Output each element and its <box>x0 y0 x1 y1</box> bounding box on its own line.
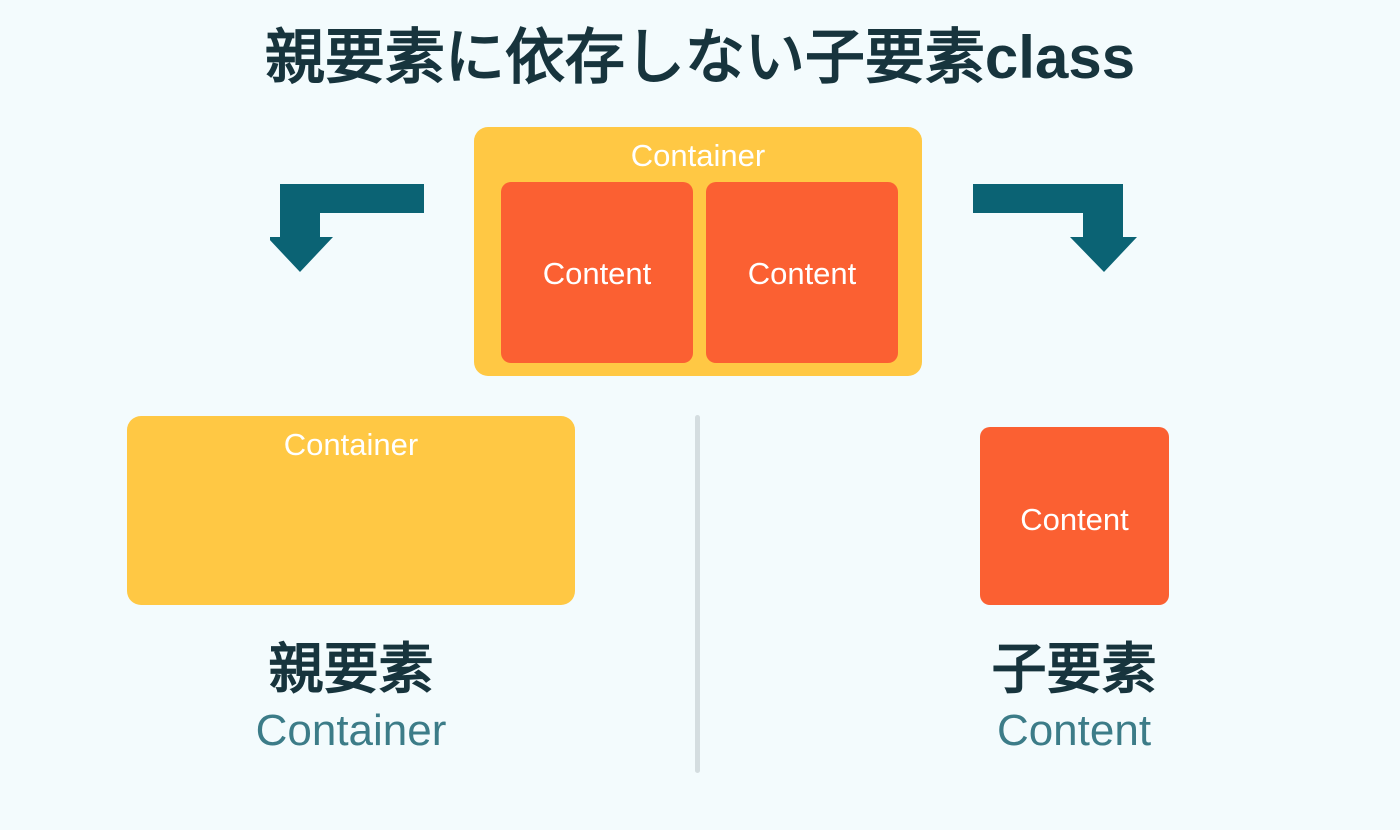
arrow-left-down-icon <box>270 184 424 272</box>
vertical-divider <box>695 415 700 773</box>
top-container-label: Container <box>630 138 766 173</box>
top-content-label-1: Content <box>542 256 652 291</box>
bottom-container-label: Container <box>283 427 419 462</box>
parent-caption-group: 親要素 Container <box>151 638 551 758</box>
parent-caption-en: Container <box>255 706 447 756</box>
bottom-container-box: Container <box>127 416 575 605</box>
bottom-content-label: Content <box>1020 502 1129 537</box>
child-caption-en: Content <box>996 706 1152 756</box>
top-content-label-2: Content <box>747 256 857 291</box>
top-content-box-2: Content <box>706 182 898 363</box>
top-content-box-1: Content <box>501 182 693 363</box>
arrow-right-down-icon <box>973 184 1137 272</box>
bottom-content-box: Content <box>980 427 1169 605</box>
child-caption-group: 子要素 Content <box>874 638 1274 758</box>
child-caption-jp: 子要素 <box>991 638 1157 700</box>
page-title: 親要素に依存しない子要素class <box>264 24 1136 91</box>
parent-caption-jp: 親要素 <box>268 638 434 700</box>
top-container-box: Container Content Content <box>474 127 922 376</box>
